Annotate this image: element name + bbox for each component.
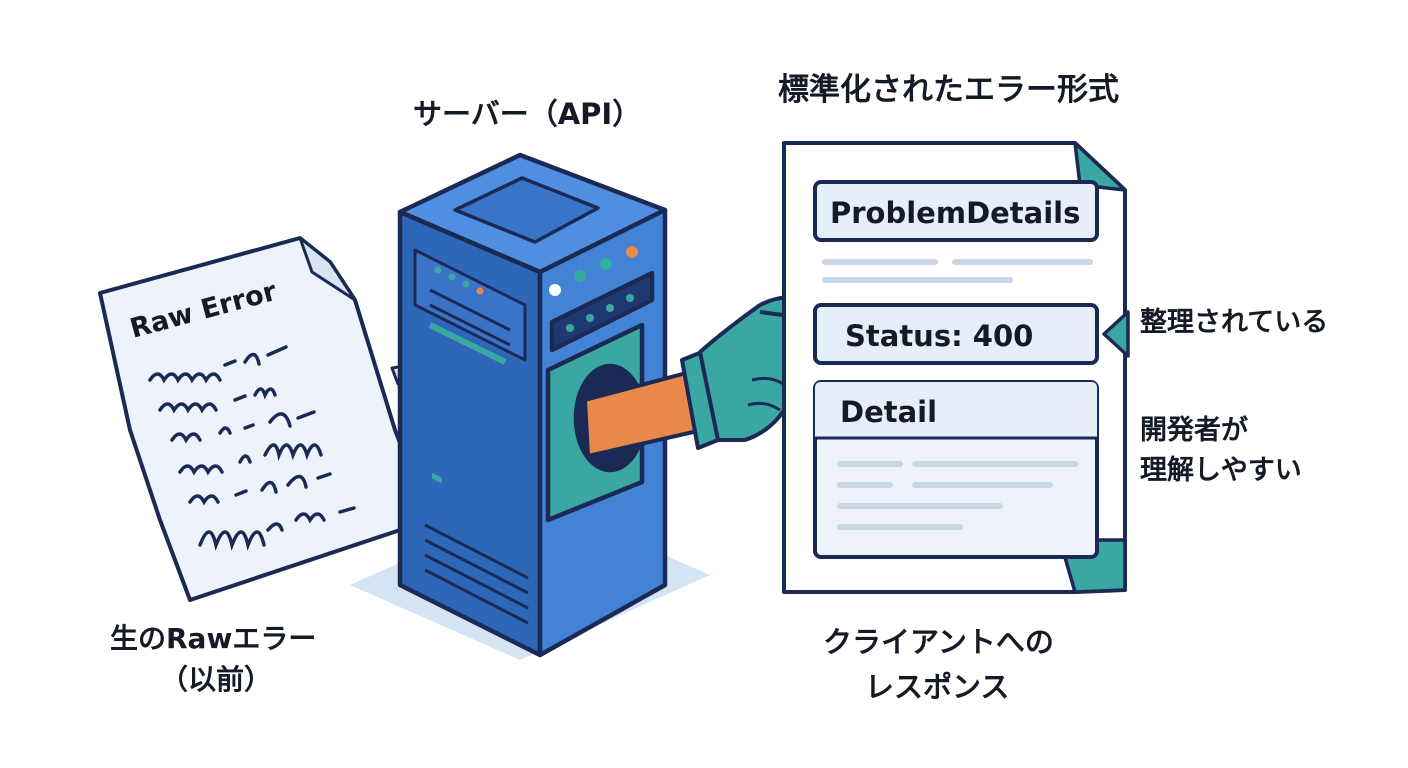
scribble-lines — [148, 345, 356, 551]
status-light-teal — [574, 270, 586, 282]
paper-fold-corner — [298, 236, 357, 302]
client-caption-line1: クライアントへの — [823, 625, 1054, 659]
field-detail-label: Detail — [840, 395, 937, 429]
client-caption-line2: レスポンス — [865, 670, 1010, 704]
raw-caption-line1: 生のRawエラー — [110, 622, 317, 655]
status-light-orange — [626, 246, 638, 258]
field-problem-details-label: ProblemDetails — [830, 196, 1080, 230]
developer-note-line2: 理解しやすい — [1140, 455, 1302, 486]
status-light-green — [600, 258, 612, 270]
format-title: 標準化されたエラー形式 — [778, 72, 1119, 108]
raw-error-paper: Raw Error — [98, 236, 432, 602]
developer-note-line1: 開発者が — [1140, 415, 1248, 446]
status-pointer-arrow — [1102, 310, 1130, 358]
organized-note: 整理されている — [1140, 307, 1329, 338]
status-light-white — [549, 284, 561, 296]
field-status — [813, 303, 1099, 365]
server-title: サーバー（API） — [413, 97, 642, 131]
doc-corner-top — [1073, 141, 1127, 192]
field-status-label: Status: 400 — [845, 319, 1033, 353]
raw-caption-line2: （以前） — [160, 663, 273, 696]
placeholder-lines-1 — [822, 259, 1093, 283]
response-document: ProblemDetails Status: 400 Detail — [782, 141, 1130, 594]
placeholder-lines-2 — [837, 461, 1078, 530]
field-problem-details — [813, 180, 1099, 242]
